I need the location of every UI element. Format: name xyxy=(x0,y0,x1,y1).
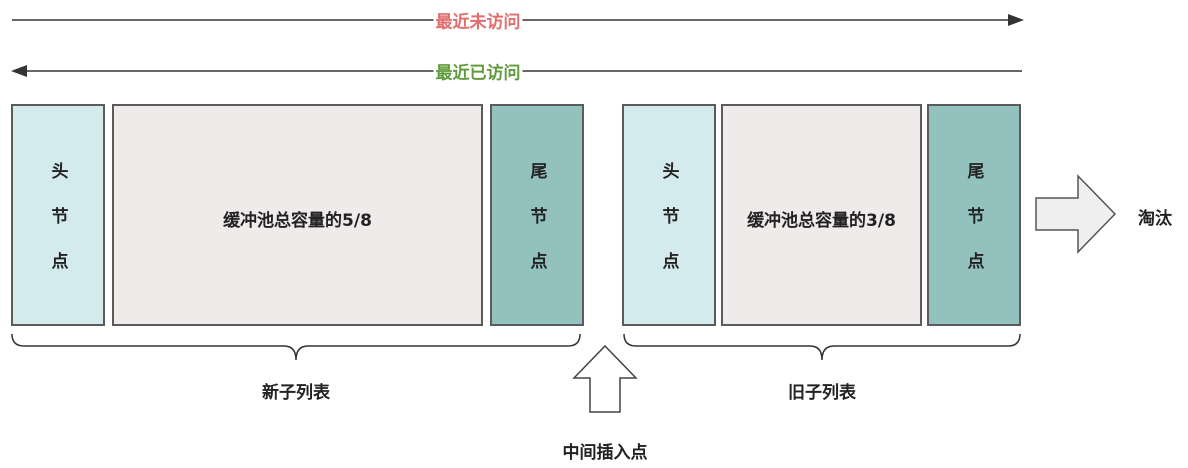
old-list-brace xyxy=(623,333,1021,361)
old-list-tail-node-text: 尾节点 xyxy=(963,161,984,297)
old-list-label: 旧子列表 xyxy=(788,383,856,403)
old-list-middle-block: 缓冲池总容量的3/8 xyxy=(721,104,922,326)
evict-arrow xyxy=(1035,174,1117,254)
new-list-head-node: 头节点 xyxy=(11,104,105,326)
new-list-tail-node-text: 尾节点 xyxy=(526,161,547,297)
old-list-middle-text: 缓冲池总容量的3/8 xyxy=(747,211,896,231)
new-list-label: 新子列表 xyxy=(262,383,330,403)
old-list-tail-node: 尾节点 xyxy=(927,104,1021,326)
visited-arrow-head xyxy=(11,65,27,77)
new-list-tail-node: 尾节点 xyxy=(490,104,584,326)
old-list-head-node: 头节点 xyxy=(622,104,716,326)
new-list-middle-text: 缓冲池总容量的5/8 xyxy=(223,211,372,231)
insert-point-label: 中间插入点 xyxy=(562,443,648,463)
new-list-head-node-text: 头节点 xyxy=(47,161,68,297)
evict-label: 淘汰 xyxy=(1138,209,1172,229)
insert-point-arrow xyxy=(572,344,638,413)
unvisited-arrow-head xyxy=(1008,14,1024,26)
new-list-brace xyxy=(11,333,581,361)
unvisited-label: 最近未访问 xyxy=(433,7,523,33)
new-list-middle-block: 缓冲池总容量的5/8 xyxy=(112,104,483,326)
old-list-head-node-text: 头节点 xyxy=(658,161,679,297)
visited-label: 最近已访问 xyxy=(433,58,523,84)
